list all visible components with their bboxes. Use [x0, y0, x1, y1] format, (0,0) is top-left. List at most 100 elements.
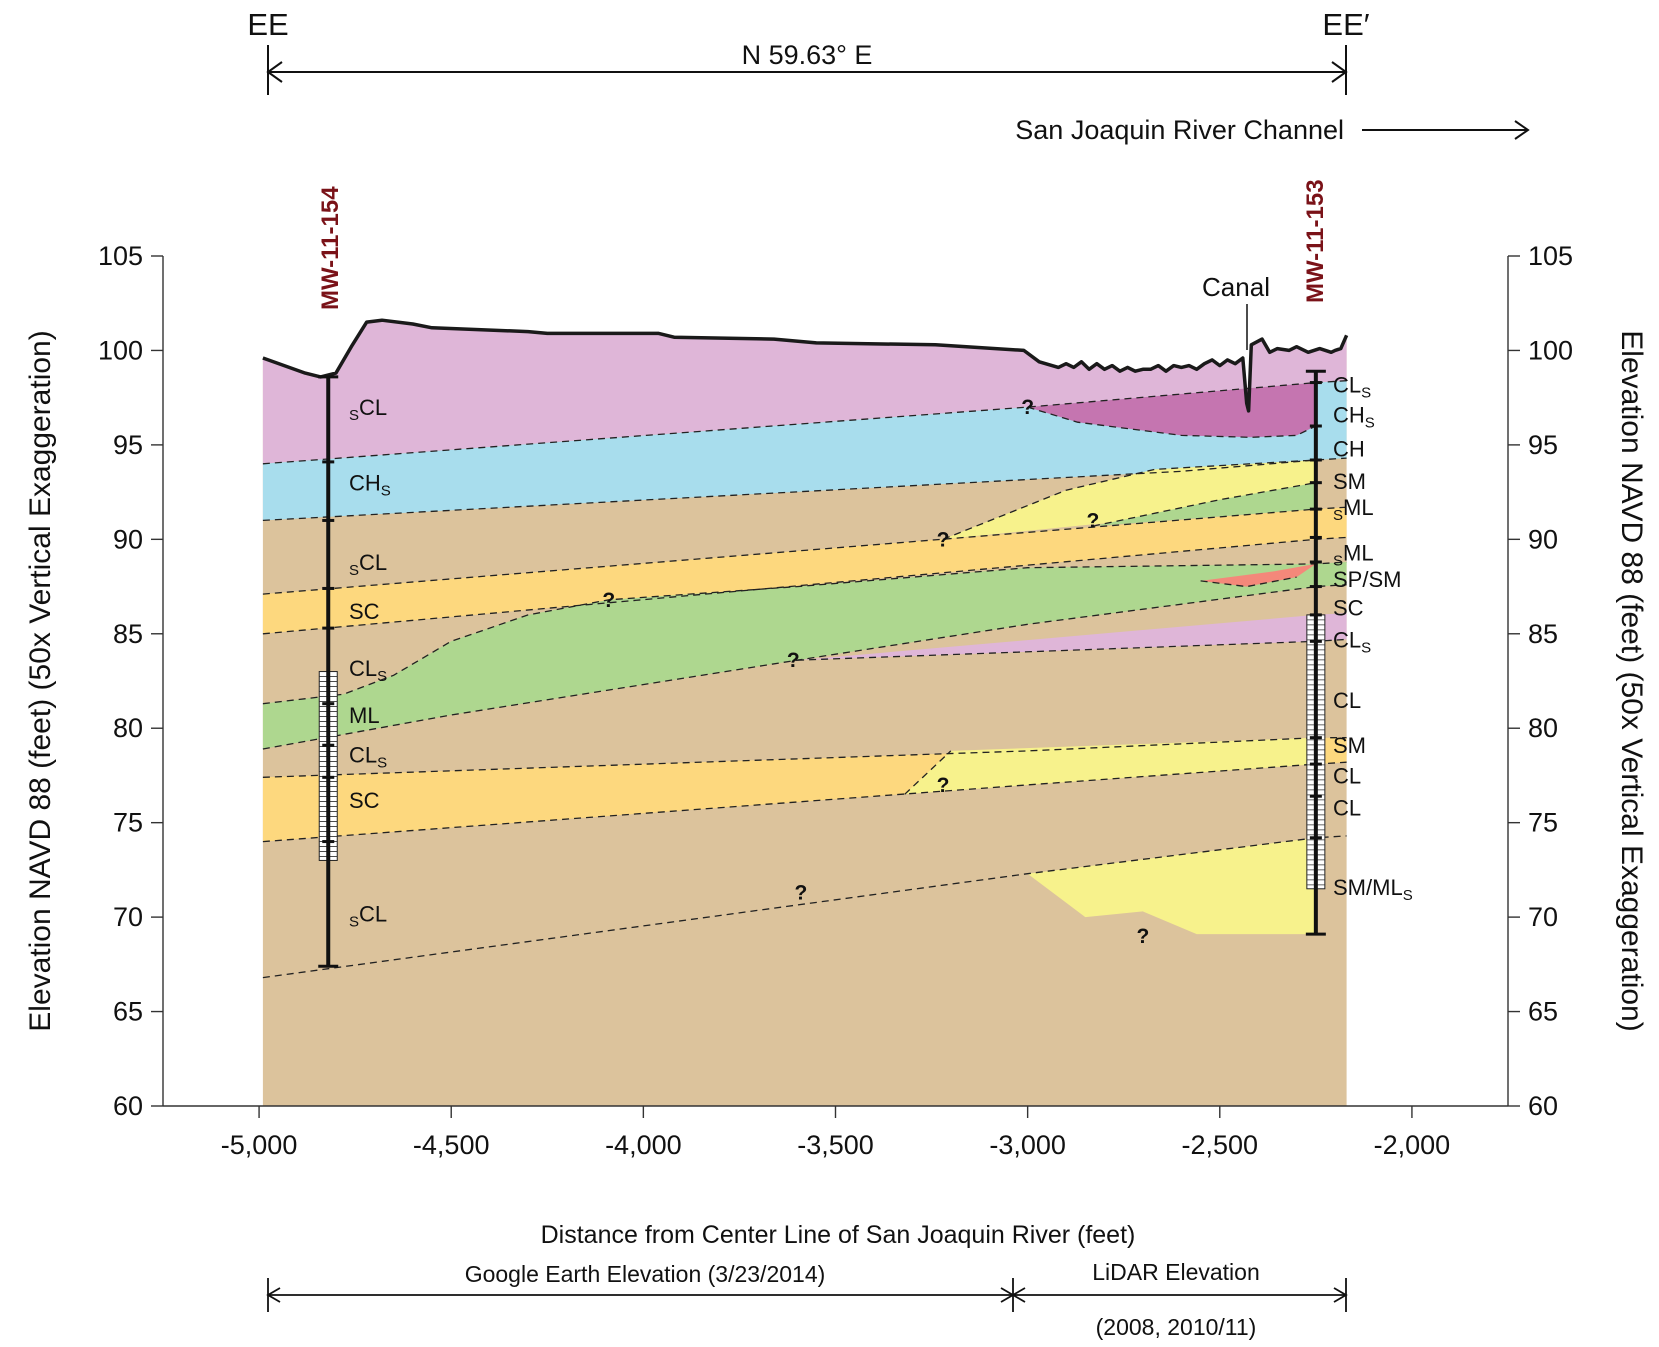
soil-label: CL: [1333, 688, 1361, 713]
y-tick-label-right: 95: [1528, 430, 1558, 460]
y-tick-label-right: 75: [1528, 808, 1558, 838]
bearing-label: N 59.63° E: [742, 40, 873, 70]
uncertain-contact-mark: ?: [1137, 925, 1150, 948]
layer-silty-sand-wedge: [943, 460, 1316, 540]
contact-line: [1092, 482, 1317, 527]
soil-label: CHS: [1333, 403, 1375, 432]
canal-label: Canal: [1202, 272, 1270, 302]
y-tick-label-left: 100: [98, 335, 143, 365]
elevation-source-arrows: [266, 1278, 1348, 1312]
uncertain-contact-mark: ?: [937, 528, 950, 551]
soil-label: CH: [1333, 437, 1365, 462]
soil-label: SCL: [349, 395, 387, 424]
y-tick-label-left: 75: [113, 808, 143, 838]
x-tick-label: -4,500: [413, 1130, 490, 1160]
soil-label: CLS: [349, 656, 387, 685]
y-tick-label-left: 90: [113, 524, 143, 554]
contact-line: [942, 459, 1316, 540]
y-axis-right-title: Elevation NAVD 88 (feet) (50x Vertical E…: [1615, 330, 1648, 1031]
y-tick-label-left: 95: [113, 430, 143, 460]
x-tick-label: -5,000: [221, 1130, 298, 1160]
soil-label: SC: [349, 788, 380, 813]
y-axis-left: 60 65 70 75 80 85 90 95 100 105: [98, 241, 163, 1121]
soil-label: SCL: [349, 901, 387, 930]
layer-silty-sand-basal: [1027, 837, 1316, 935]
y-tick-label-left: 70: [113, 902, 143, 932]
soil-label: SM: [1333, 733, 1366, 758]
uncertain-contact-mark: ?: [602, 589, 615, 612]
y-tick-label-right: 105: [1528, 241, 1573, 271]
soil-label: SCL: [349, 550, 387, 579]
lidar-note-line2: (2008, 2010/11): [1096, 1314, 1257, 1340]
y-tick-label-right: 100: [1528, 335, 1573, 365]
layer-silt: [262, 562, 1347, 749]
soil-label: SML: [1333, 541, 1374, 570]
uncertain-contact-mark: ?: [795, 882, 808, 905]
soil-label: SC: [349, 599, 380, 624]
ground-surface-profile: [262, 318, 1349, 413]
geologic-layers: [262, 320, 1347, 1106]
soil-label: CHS: [349, 471, 391, 500]
monitoring-wells: [318, 369, 1326, 968]
x-tick-label: -2,500: [1182, 1130, 1259, 1160]
soil-label: SC: [1333, 595, 1364, 620]
river-arrow: [1362, 120, 1530, 140]
y-tick-label-right: 90: [1528, 524, 1558, 554]
contact-line: [262, 561, 1347, 705]
y-tick-label-left: 85: [113, 619, 143, 649]
y-axis-right: 60 65 70 75 80 85 90 95 100 105: [1508, 241, 1573, 1121]
soil-label: ML: [349, 703, 380, 728]
section-start-label: EE: [247, 7, 288, 42]
layer-lean-clay-lens: [797, 613, 1347, 661]
uncertain-contact-mark: ?: [937, 774, 950, 797]
layer-clayey-sand-upper: [262, 507, 1347, 634]
layer-sandy-lean-clay-top: [262, 320, 1347, 464]
soil-label: CL: [1333, 763, 1361, 788]
y-tick-label-right: 60: [1528, 1091, 1558, 1121]
contact-line: [262, 761, 1347, 843]
soil-label: CL: [1333, 796, 1361, 821]
layer-poorly-graded-sand: [1200, 563, 1316, 587]
y-tick-label-left: 105: [98, 241, 143, 271]
soil-label: SML: [1333, 495, 1374, 524]
google-earth-note: Google Earth Elevation (3/23/2014): [465, 1261, 826, 1287]
bearing-arrow: [266, 45, 1348, 95]
soil-label: CLS: [349, 743, 387, 772]
contact-line: [262, 380, 1347, 465]
soil-label: SM: [1333, 469, 1366, 494]
x-tick-label: -3,000: [989, 1130, 1066, 1160]
soil-label: CLS: [1333, 372, 1371, 401]
lidar-note-line1: LiDAR Elevation: [1092, 1259, 1259, 1285]
soil-label: CLS: [1333, 627, 1371, 656]
well-label-mw-11-154: MW-11-154: [317, 186, 344, 310]
section-end-label: EE′: [1322, 7, 1369, 42]
uncertain-contact-mark: ?: [1021, 396, 1034, 419]
contact-line: [262, 737, 1347, 778]
contact-line: [262, 835, 1347, 979]
y-tick-label-left: 80: [113, 713, 143, 743]
y-tick-label-right: 70: [1528, 902, 1558, 932]
y-tick-label-left: 60: [113, 1091, 143, 1121]
y-tick-label-left: 65: [113, 997, 143, 1027]
y-tick-label-right: 65: [1528, 997, 1558, 1027]
x-axis-title: Distance from Center Line of San Joaquin…: [541, 1221, 1136, 1249]
y-tick-label-right: 80: [1528, 713, 1558, 743]
layer-fat-clay-channel: [1027, 382, 1316, 438]
x-tick-label: -2,000: [1374, 1130, 1451, 1160]
uncertain-contact-mark: ?: [1087, 509, 1100, 532]
x-tick-label: -4,000: [605, 1130, 682, 1160]
y-tick-label-right: 85: [1528, 619, 1558, 649]
contact-line: [904, 750, 952, 795]
soil-classification-labels: SCLCHSSCLSCCLSMLCLSSCSCLCLSCHSCHSMSMLSML…: [349, 372, 1413, 930]
river-note: San Joaquin River Channel: [1015, 115, 1344, 145]
uncertain-contact-mark: ?: [787, 649, 800, 672]
y-axis-left-title: Elevation NAVD 88 (feet) (50x Vertical E…: [24, 330, 57, 1031]
layer-silt-wedge: [1093, 482, 1316, 527]
x-axis: -5,000 -4,500 -4,000 -3,500 -3,000 -2,500 -2,0…: [221, 1106, 1450, 1160]
well-label-mw-11-153: MW-11-153: [1302, 179, 1329, 303]
x-tick-label: -3,500: [797, 1130, 874, 1160]
uncertain-contact-marks: ????????: [602, 396, 1149, 948]
contact-line: [262, 457, 1347, 522]
contact-line: [1200, 576, 1297, 588]
